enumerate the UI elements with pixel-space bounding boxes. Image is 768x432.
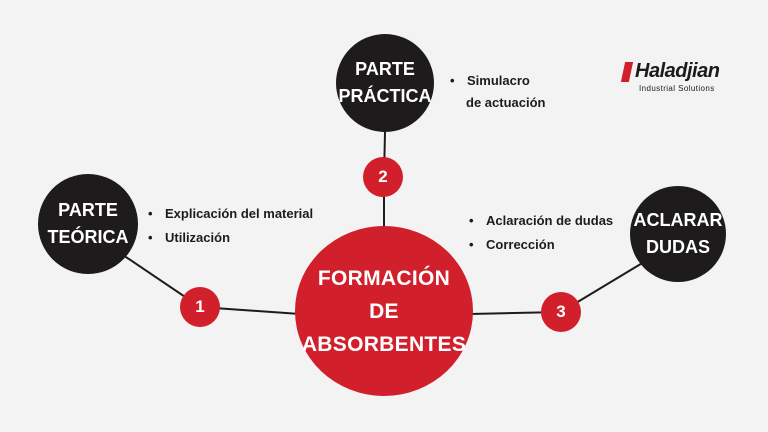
bullet-item: Utilización [148,226,313,250]
center-node: FORMACIÓN DE ABSORBENTES [295,226,473,396]
logo-name: Haladjian [635,60,720,82]
center-title: FORMACIÓN DE ABSORBENTES [301,266,467,356]
bullet-item: Explicación del material [148,202,313,226]
bullet-item-continuation: de actuación [466,95,546,110]
bullet-list-practica: Simulacro de actuación [450,70,545,114]
node-aclarar-dudas: ACLARAR DUDAS [630,186,726,282]
node-parte-practica: PARTE PRÁCTICA [336,34,434,132]
node-parte-teorica: PARTE TEÓRICA [38,174,138,274]
node-label-dudas: ACLARAR DUDAS [633,210,723,257]
node-label-practica: PARTE PRÁCTICA [338,59,432,106]
step-number-3: 3 [541,292,581,332]
haladjian-logo: Haladjian Industrial Solutions [620,60,733,100]
bullet-list-teorica: Explicación del material Utilización [148,202,313,250]
step-number-2: 2 [363,157,403,197]
node-label-teorica: PARTE TEÓRICA [47,200,129,247]
logo-mark-icon [620,62,634,82]
bullet-item: Corrección [469,233,613,257]
bullet-item: Simulacro [450,70,545,92]
bullet-item: Aclaración de dudas [469,209,613,233]
step-number-1: 1 [180,287,220,327]
bullet-list-dudas: Aclaración de dudas Corrección [469,209,613,257]
logo-subtitle: Industrial Solutions [639,84,715,93]
